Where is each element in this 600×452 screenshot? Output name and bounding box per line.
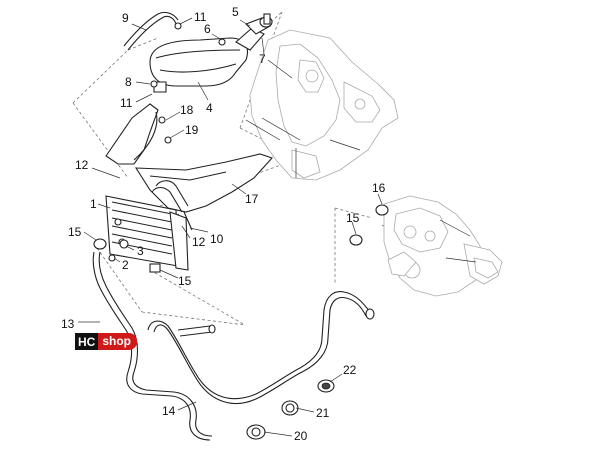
clamp-21 — [281, 400, 299, 416]
hose-13 — [92, 251, 211, 441]
callout-21: 21 — [316, 406, 330, 420]
tank-icon — [149, 13, 273, 93]
frame-icon — [245, 29, 399, 181]
hose-12 — [155, 180, 189, 207]
leader-lines — [78, 17, 383, 437]
callout-15-lower: 15 — [178, 274, 192, 288]
callout-4: 4 — [206, 101, 213, 115]
hose-9 — [123, 11, 179, 47]
hose-14 — [147, 291, 371, 400]
callout-1: 1 — [90, 197, 97, 211]
clamp-11 — [174, 22, 182, 30]
callout-12: 12 — [75, 158, 89, 172]
clip-15 — [149, 263, 161, 273]
callout-18: 18 — [180, 103, 194, 117]
clamp-15 — [93, 238, 107, 250]
callout-11: 11 — [194, 10, 207, 24]
callout-12-lower: 12 — [192, 235, 206, 249]
callout-13: 13 — [61, 317, 75, 331]
clamp-22 — [317, 379, 335, 393]
callout-19: 19 — [185, 123, 199, 137]
callout-2: 2 — [122, 258, 129, 272]
shroud-icon — [105, 103, 273, 213]
clamp-15-engine — [349, 234, 363, 246]
engine-icon — [383, 195, 503, 297]
clamp-8 — [150, 80, 158, 88]
callout-15-engine: 15 — [346, 211, 360, 225]
callout-3: 3 — [137, 244, 144, 258]
logo-shop: shop — [98, 333, 138, 350]
callout-5: 5 — [232, 5, 239, 19]
pipe-stub — [177, 325, 211, 331]
callout-22: 22 — [343, 363, 357, 377]
callout-6: 6 — [204, 22, 211, 36]
callout-15: 15 — [68, 225, 82, 239]
screw-2 — [108, 254, 116, 262]
callout-20: 20 — [294, 429, 308, 443]
callout-7: 7 — [259, 52, 266, 66]
clamp-20 — [246, 424, 266, 440]
grommet-3 — [119, 239, 129, 249]
callout-16: 16 — [372, 181, 386, 195]
clamp-6 — [218, 38, 226, 46]
callout-9: 9 — [122, 11, 129, 25]
callout-11-lower: 11 — [120, 96, 133, 110]
clamp-16 — [375, 204, 389, 216]
callout-17: 17 — [245, 192, 259, 206]
logo-hc: HC — [75, 333, 99, 350]
callout-8: 8 — [125, 75, 132, 89]
callout-10: 10 — [210, 232, 224, 246]
hc-shop-logo: HC shop — [75, 333, 138, 350]
callout-14: 14 — [162, 404, 176, 418]
